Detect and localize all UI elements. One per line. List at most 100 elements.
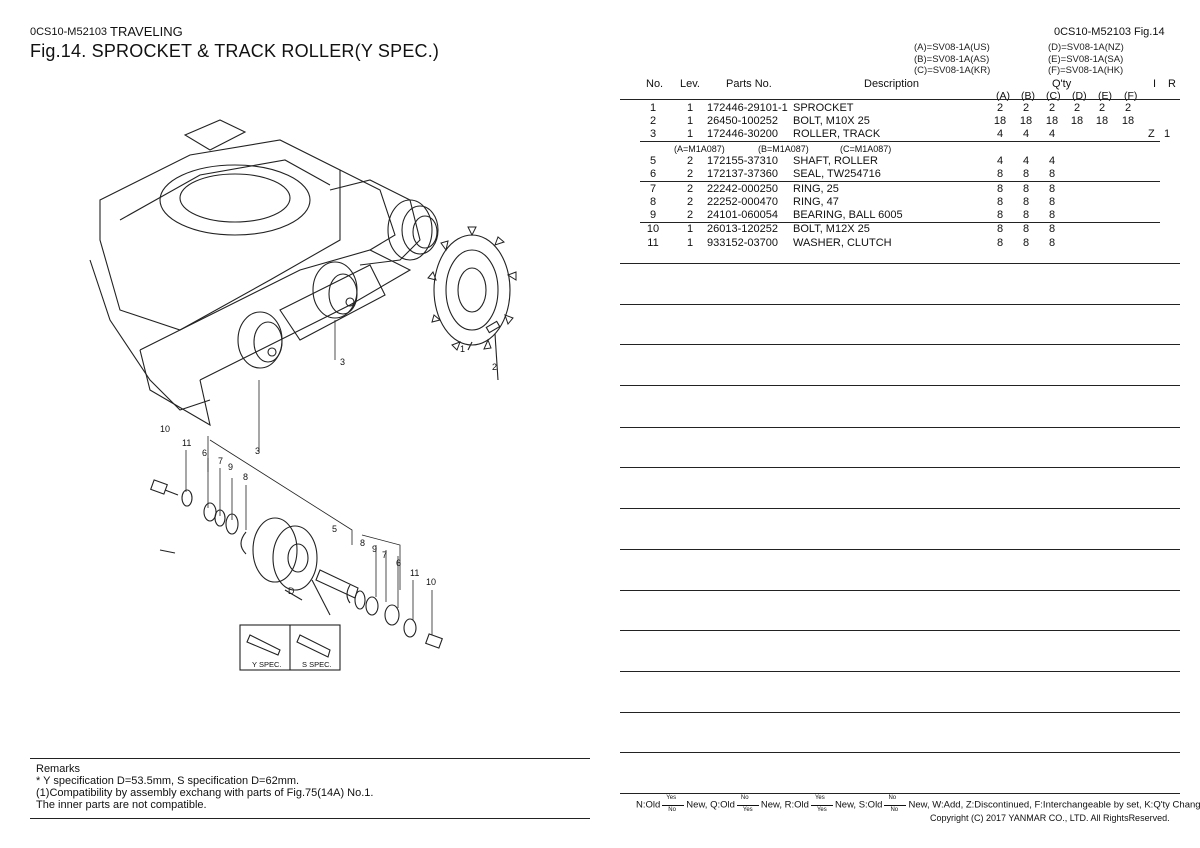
row-level: 2 (686, 209, 694, 221)
variant-a: (A)=SV08-1A(US) (914, 42, 990, 53)
serial-note-a: (A=M1A087) (674, 144, 725, 154)
inset-label-s-spec: S SPEC. (302, 660, 332, 669)
qty-col-b: (B) (1021, 90, 1035, 102)
dimension-label: D (288, 586, 295, 596)
ruled-line (620, 467, 1180, 468)
callout-11a: 11 (182, 438, 191, 448)
row-part-number: 172137-37360 (707, 168, 778, 180)
row-no: 9 (649, 209, 657, 221)
ruled-line (620, 590, 1180, 591)
callout-5: 5 (332, 524, 337, 534)
remarks-line-1: * Y specification D=53.5mm, S specificat… (36, 775, 300, 787)
row-qty: 8 (996, 183, 1004, 195)
row-no: 10 (646, 223, 660, 235)
row-qty: 8 (1048, 237, 1056, 249)
row-qty: 8 (1022, 223, 1030, 235)
row-level: 2 (686, 196, 694, 208)
ruled-line (620, 712, 1180, 713)
row-level: 2 (686, 155, 694, 167)
row-qty: 18 (1070, 115, 1084, 127)
ruled-line (620, 263, 1180, 264)
row-no: 7 (649, 183, 657, 195)
ruled-line (620, 752, 1180, 753)
row-qty: 8 (996, 196, 1004, 208)
table-header-rule (620, 99, 1180, 100)
row-qty: 4 (1048, 155, 1056, 167)
callout-3a: 3 (340, 357, 345, 367)
col-header-lev: Lev. (680, 78, 700, 90)
row-part-number: 26450-100252 (707, 115, 778, 127)
callout-10b: 10 (426, 577, 436, 587)
row-no: 11 (647, 237, 659, 249)
row-r: 1 (1164, 128, 1171, 140)
group-rule-3 (640, 222, 1160, 223)
row-description: ROLLER, TRACK (793, 128, 881, 140)
ruled-line (620, 671, 1180, 672)
callout-6b: 6 (396, 558, 401, 568)
row-description: SHAFT, ROLLER (793, 155, 878, 167)
row-part-number: 933152-03700 (707, 237, 778, 249)
remarks-line-3: The inner parts are not compatible. (36, 799, 207, 811)
ruled-line (620, 344, 1180, 345)
row-i: Z (1148, 128, 1155, 140)
section-title: TRAVELING (110, 24, 183, 39)
variant-b: (B)=SV08-1A(AS) (914, 54, 990, 65)
legend-s-new: New, (908, 799, 930, 811)
legend-q-new: New, (760, 799, 782, 811)
row-qty: 4 (996, 128, 1004, 140)
row-qty: 18 (1121, 115, 1135, 127)
row-qty: 8 (1048, 183, 1056, 195)
row-description: BOLT, M12X 25 (793, 223, 870, 235)
ruled-line (620, 427, 1180, 428)
col-header-r: R (1168, 78, 1176, 90)
callout-3b: 3 (255, 446, 260, 456)
inset-label-y-spec: Y SPEC. (252, 660, 281, 669)
doc-code-right: 0CS10-M52103 (1054, 26, 1132, 38)
variant-e: (E)=SV08-1A(SA) (1048, 54, 1124, 65)
ruled-line (620, 630, 1180, 631)
col-header-qty: Q'ty (1052, 78, 1072, 90)
ruled-line (620, 549, 1180, 550)
copyright: Copyright (C) 2017 YANMAR CO., LTD. All … (930, 813, 1170, 823)
row-qty: 18 (1019, 115, 1033, 127)
callout-11b: 11 (410, 568, 419, 578)
callout-8a: 8 (243, 472, 248, 482)
figure-title: Fig.14. SPROCKET & TRACK ROLLER(Y SPEC.) (30, 41, 440, 61)
row-qty: 2 (1073, 102, 1081, 114)
row-no: 8 (649, 196, 657, 208)
row-qty: 2 (1098, 102, 1106, 114)
legend-q: Q:Old (710, 799, 735, 811)
callout-9a: 9 (228, 462, 233, 472)
row-qty: 8 (1048, 209, 1056, 221)
row-qty: 2 (1048, 102, 1056, 114)
row-level: 1 (686, 223, 694, 235)
row-qty: 18 (1095, 115, 1109, 127)
row-qty: 8 (1022, 168, 1030, 180)
variant-d: (D)=SV08-1A(NZ) (1048, 42, 1124, 53)
callout-9b: 9 (372, 544, 377, 554)
callout-1: 1 (460, 344, 465, 354)
callout-6a: 6 (202, 448, 207, 458)
row-qty: 8 (996, 223, 1004, 235)
ruled-line (620, 385, 1180, 386)
col-header-description: Description (864, 78, 920, 90)
row-description: SPROCKET (793, 102, 854, 114)
row-no: 6 (649, 168, 657, 180)
row-qty: 8 (1022, 237, 1030, 249)
row-qty: 8 (1048, 223, 1056, 235)
row-part-number: 22242-000250 (707, 183, 778, 195)
row-level: 2 (686, 183, 694, 195)
remarks-top-rule (30, 758, 590, 759)
group-rule-2 (640, 181, 1160, 182)
row-description: RING, 47 (793, 196, 839, 208)
serial-note-c: (C=M1A087) (840, 144, 892, 154)
remarks-line-2: (1)Compatibility by assembly exchang wit… (36, 787, 374, 799)
legend-n-new: New, (686, 799, 708, 811)
legend-s: S:Old (858, 799, 883, 811)
callout-7b: 7 (382, 550, 387, 560)
exploded-parts-diagram: D 1 2 3 3 10 11 6 7 9 (89, 119, 517, 671)
callout-2: 2 (492, 362, 497, 372)
row-no: 3 (649, 128, 657, 140)
